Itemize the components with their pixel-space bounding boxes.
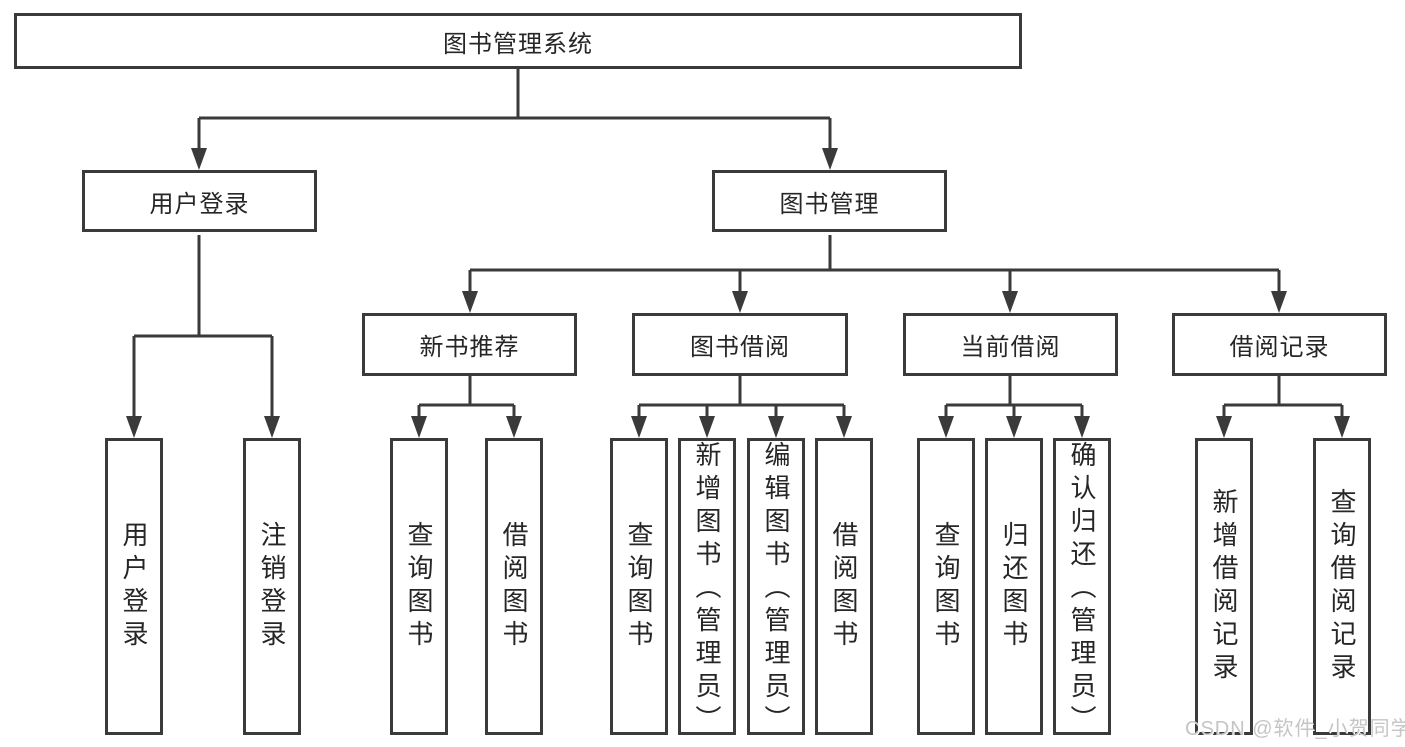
leaf-borrow-books-recommend: 借阅图书 xyxy=(485,438,543,735)
leaf-user-login: 用户登录 xyxy=(105,438,163,735)
leaf-search-books-current: 查询图书 xyxy=(917,438,975,735)
arrowhead-icons xyxy=(126,148,1350,438)
node-label: 新书推荐 xyxy=(419,334,520,361)
leaf-label: 确认归还（管理员） xyxy=(1067,441,1097,738)
node-label: 借阅记录 xyxy=(1229,334,1330,361)
node-library-management-system: 图书管理系统 xyxy=(14,13,1022,69)
node-label: 图书管理 xyxy=(779,190,880,218)
leaf-label: 用户登录 xyxy=(119,520,149,653)
leaf-add-borrow-record: 新增借阅记录 xyxy=(1195,438,1253,735)
leaf-search-books-borrowing: 查询图书 xyxy=(610,438,668,735)
leaf-logout: 注销登录 xyxy=(243,438,301,735)
leaf-label: 新增图书（管理员） xyxy=(692,441,722,738)
leaf-label: 查询图书 xyxy=(404,520,434,653)
node-user-login: 用户登录 xyxy=(82,170,317,232)
node-label: 用户登录 xyxy=(149,190,250,218)
node-book-management: 图书管理 xyxy=(712,170,947,232)
watermark-csdn: CSDN @软件_小贺同学 xyxy=(1185,718,1405,740)
node-label: 图书管理系统 xyxy=(443,30,593,58)
leaf-label: 新增借阅记录 xyxy=(1209,487,1239,686)
leaf-label: 查询图书 xyxy=(931,520,961,653)
node-current-borrowing: 当前借阅 xyxy=(903,313,1118,376)
leaf-label: 查询借阅记录 xyxy=(1327,487,1357,686)
node-label: 图书借阅 xyxy=(690,334,790,361)
leaf-edit-book-admin: 编辑图书（管理员） xyxy=(747,438,805,738)
leaf-label: 归还图书 xyxy=(999,520,1029,653)
node-label: 当前借阅 xyxy=(960,334,1061,361)
leaf-label: 借阅图书 xyxy=(499,520,529,653)
node-borrow-records: 借阅记录 xyxy=(1172,313,1387,376)
node-book-borrowing: 图书借阅 xyxy=(632,313,848,376)
leaf-search-books-recommend: 查询图书 xyxy=(390,438,448,735)
node-new-book-recommend: 新书推荐 xyxy=(362,313,577,376)
leaf-borrow-books-borrowing: 借阅图书 xyxy=(815,438,873,735)
leaf-add-book-admin: 新增图书（管理员） xyxy=(678,438,736,738)
leaf-label: 注销登录 xyxy=(257,520,287,653)
leaf-return-books: 归还图书 xyxy=(985,438,1043,735)
leaf-label: 查询图书 xyxy=(624,520,654,653)
leaf-confirm-return-admin: 确认归还（管理员） xyxy=(1053,438,1111,738)
leaf-label: 借阅图书 xyxy=(829,520,859,653)
leaf-search-borrow-record: 查询借阅记录 xyxy=(1313,438,1371,735)
leaf-label: 编辑图书（管理员） xyxy=(761,441,791,738)
